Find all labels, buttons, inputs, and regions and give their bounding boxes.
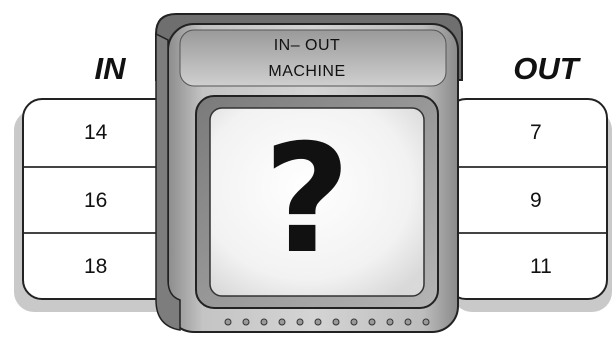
rivet [423, 319, 429, 325]
rivet [333, 319, 339, 325]
rivet [387, 319, 393, 325]
question-mark-icon: ? [222, 115, 392, 285]
rivet [315, 319, 321, 325]
rivet [261, 319, 267, 325]
rivet [297, 319, 303, 325]
rivet [405, 319, 411, 325]
rivet [369, 319, 375, 325]
machine-label-line1: IN– OUT [212, 36, 402, 56]
rivet [243, 319, 249, 325]
rivet [351, 319, 357, 325]
machine-label-line2: MACHINE [212, 62, 402, 82]
rivet [279, 319, 285, 325]
rivet [225, 319, 231, 325]
